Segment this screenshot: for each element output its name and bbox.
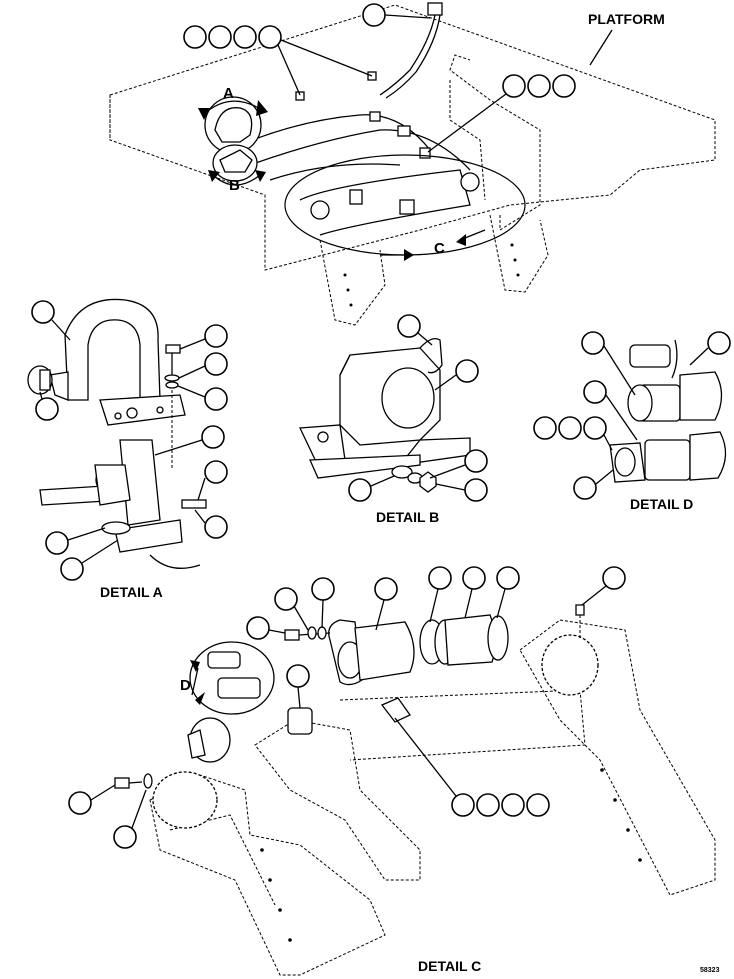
detail-a-view bbox=[27, 298, 207, 569]
view-label-a: A bbox=[223, 85, 234, 102]
detail-b-view bbox=[299, 337, 471, 493]
callout-bubbles-top bbox=[183, 3, 576, 153]
detail-c-label: DETAIL C bbox=[418, 958, 481, 974]
detail-d-view bbox=[609, 339, 727, 483]
detail-d-label: DETAIL D bbox=[630, 496, 693, 512]
callout-bubbles-detail-c bbox=[68, 566, 626, 849]
callout-bubbles-detail-a bbox=[31, 300, 228, 581]
view-label-c: C bbox=[434, 240, 445, 257]
view-arrow-b: B bbox=[208, 170, 266, 194]
callout-bubbles-detail-b bbox=[348, 314, 488, 502]
platform-label: PLATFORM bbox=[588, 11, 665, 27]
detail-a-label: DETAIL A bbox=[100, 584, 163, 600]
drawing-number: 58323 bbox=[700, 967, 720, 974]
view-label-d: D bbox=[180, 677, 191, 694]
callout-bubbles-detail-d bbox=[533, 331, 731, 500]
view-label-b: B bbox=[229, 177, 240, 194]
view-arrow-a: A bbox=[198, 85, 268, 120]
view-arrow-d: D bbox=[180, 660, 205, 705]
platform-view bbox=[109, 2, 716, 326]
view-arrow-c: C bbox=[380, 229, 486, 261]
detail-c-view bbox=[114, 604, 716, 976]
detail-b-label: DETAIL B bbox=[376, 509, 439, 525]
